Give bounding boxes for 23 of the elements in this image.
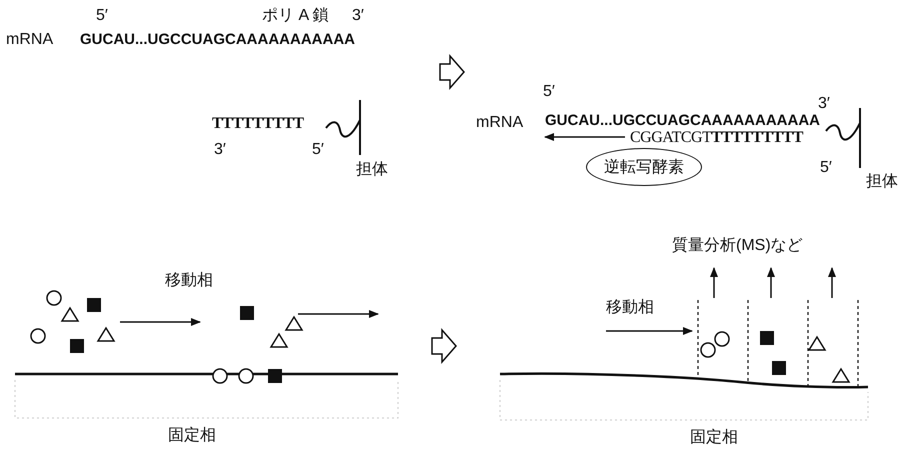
molecule-label: mRNA — [6, 32, 54, 48]
phase-label: 移動相 — [165, 273, 213, 289]
enzyme-ellipse — [586, 148, 702, 186]
analysis-label: 質量分析(MS)など — [672, 238, 803, 254]
prime-label: 3′ — [352, 8, 364, 24]
prime-label: 5′ — [312, 142, 324, 158]
prime-label: 5′ — [543, 84, 555, 100]
support-label: 担体 — [866, 174, 898, 190]
poly-a-label: ポリ A 鎖 — [262, 8, 329, 24]
prime-label: 5′ — [96, 8, 108, 24]
phase-label: 固定相 — [690, 430, 738, 446]
phase-label: 固定相 — [168, 428, 216, 444]
prime-label: 3′ — [818, 96, 830, 112]
prime-label: 3′ — [214, 142, 226, 158]
prime-label: 5′ — [820, 160, 832, 176]
sequence-text: GUCAU...UGCCUAGCAAAAAAAAAAA — [545, 113, 820, 128]
sequence-text: TTTTTTTTT — [212, 116, 304, 132]
phase-label: 移動相 — [606, 300, 654, 316]
sequence-text: CGGATCGTTTTTTTTTT — [630, 130, 803, 146]
support-label: 担体 — [356, 162, 388, 178]
molecule-label: mRNA — [476, 115, 524, 131]
sequence-text: GUCAU...UGCCUAGCAAAAAAAAAAA — [80, 32, 355, 47]
enzyme-label: 逆転写酵素 — [604, 158, 684, 178]
